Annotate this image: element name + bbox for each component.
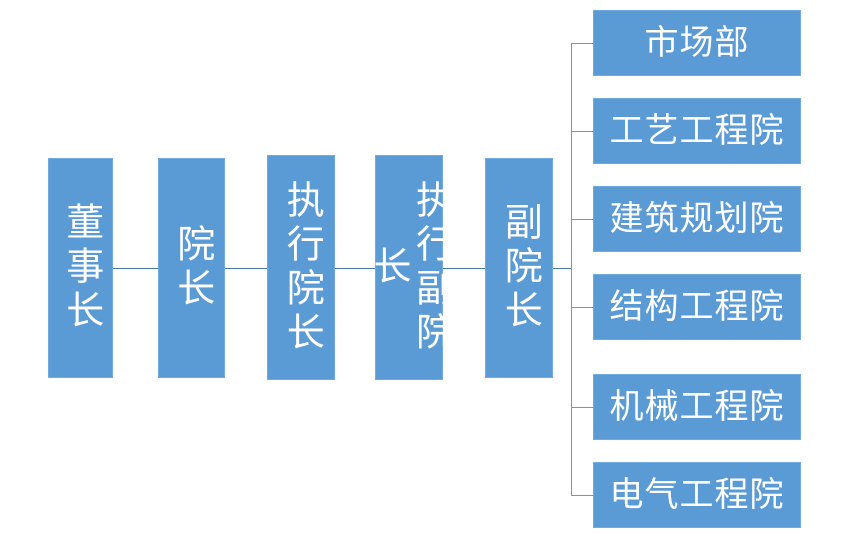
- connector-stub-process-engineering: [571, 131, 593, 132]
- node-structural-engineering[interactable]: 结构工程院: [593, 274, 801, 340]
- node-exec-vice-president[interactable]: 执行副院长: [367, 155, 452, 380]
- node-vice-president[interactable]: 副院长: [485, 158, 553, 378]
- node-exec-president[interactable]: 执行院长: [267, 155, 335, 380]
- node-marketing[interactable]: 市场部: [593, 10, 801, 76]
- node-architectural-planning[interactable]: 建筑规划院: [593, 186, 801, 252]
- connector-vice-president-to-trunk: [553, 268, 572, 269]
- node-mechanical-engineering[interactable]: 机械工程院: [593, 374, 801, 440]
- connector-stub-architectural-planning: [571, 219, 593, 220]
- connector-stub-marketing: [571, 43, 593, 44]
- connector-department-trunk: [571, 43, 572, 495]
- node-electrical-engineering[interactable]: 电气工程院: [593, 462, 801, 528]
- connector-stub-mechanical-engineering: [571, 407, 593, 408]
- connector-stub-structural-engineering: [571, 307, 593, 308]
- connector-stub-electrical-engineering: [571, 495, 593, 496]
- node-process-engineering[interactable]: 工艺工程院: [593, 98, 801, 164]
- node-chairman[interactable]: 董事长: [48, 158, 113, 378]
- node-president[interactable]: 院长: [158, 158, 225, 378]
- connector-president-to-exec-president: [225, 268, 267, 269]
- connector-chairman-to-president: [113, 268, 158, 269]
- connector-exec-president-to-exec-vp: [335, 268, 375, 269]
- connector-exec-vp-to-vice-president: [443, 268, 485, 269]
